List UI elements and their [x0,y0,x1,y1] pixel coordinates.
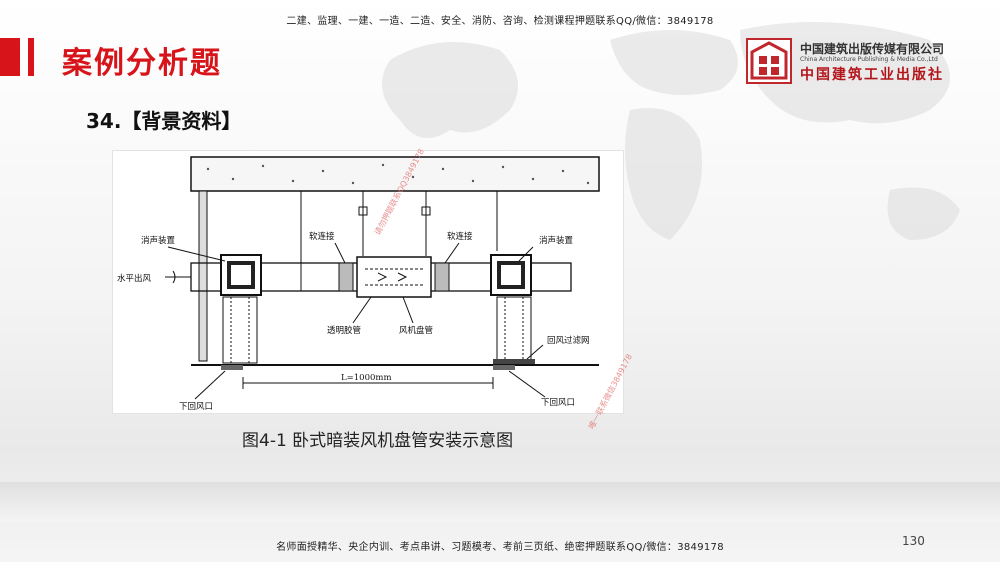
label-muffler-left: 消声装置 [141,235,176,246]
page-number: 130 [902,534,925,548]
label-soft-connection-right: 软连接 [447,231,473,242]
title-accent-bar [0,38,20,76]
floor-decoration [0,482,1000,522]
label-dimension: L=1000mm [341,373,392,383]
title-accent-bar-thin [28,38,34,76]
label-clear-hose: 透明胶管 [327,325,361,336]
top-contact-banner: 二建、监理、一建、一造、二造、安全、消防、咨询、检测课程押题联系QQ/微信：38… [286,16,714,27]
fan-coil-diagram: 消声装置 消声装置 软连接 软连接 水平出风 透明胶管 风机盘管 回风过滤网 下… [112,150,624,414]
publisher-logo: 中国建筑出版传媒有限公司 China Architecture Publishi… [746,38,986,86]
figure-caption: 图4-1 卧式暗装风机盘管安装示意图 [242,431,514,451]
publisher-name-en: China Architecture Publishing & Media Co… [800,56,938,63]
diagram-drawing: 消声装置 消声装置 软连接 软连接 水平出风 透明胶管 风机盘管 回风过滤网 下… [117,156,600,412]
label-return-filter: 回风过滤网 [547,335,590,346]
label-muffler-right: 消声装置 [539,235,574,246]
label-fan-coil: 风机盘管 [399,325,433,336]
question-title: 34.【背景资料】 [86,109,242,133]
label-return-outlet-right: 下回风口 [541,398,575,408]
publisher-emblem-icon [746,38,792,84]
label-soft-connection-left: 软连接 [309,231,335,242]
publisher-name-cn-calligraphy: 中国建筑工业出版社 [800,67,944,83]
label-horizontal-outlet: 水平出风 [117,273,152,284]
label-return-outlet-left: 下回风口 [179,402,213,412]
publisher-name-cn: 中国建筑出版传媒有限公司 [800,42,945,56]
section-title: 案例分析题 [62,46,222,81]
bottom-contact-banner: 名师面授精华、央企内训、考点串讲、习题模考、考前三页纸、绝密押题联系QQ/微信：… [276,542,724,553]
